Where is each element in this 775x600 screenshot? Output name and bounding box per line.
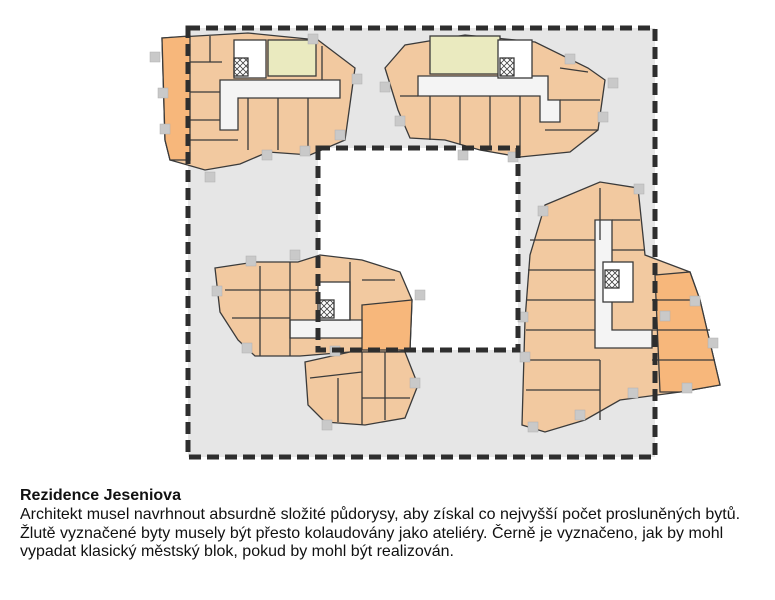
floor-plan-diagram (149, 25, 721, 460)
block-inner-outline (315, 145, 521, 353)
caption-text: Architekt musel navrhnout absurdně složi… (20, 506, 741, 560)
building-c (214, 254, 413, 357)
building-d (304, 351, 419, 426)
building-b (384, 34, 606, 158)
building-b-corridor (417, 75, 561, 123)
building-c-corridor (289, 319, 363, 339)
building-b-studio (429, 35, 501, 75)
classic-block-outline (185, 25, 658, 460)
building-a-studio (267, 39, 317, 77)
building-e-bright-unit (654, 271, 721, 393)
building-a-corridor (219, 79, 341, 131)
balconies (149, 33, 719, 433)
caption: Rezidence Jeseniova Architekt musel navr… (20, 485, 760, 562)
block-outer-outline (185, 25, 658, 460)
building-c-bright-unit (361, 299, 413, 351)
caption-title: Rezidence Jeseniova (20, 487, 181, 504)
building-e (521, 181, 721, 433)
